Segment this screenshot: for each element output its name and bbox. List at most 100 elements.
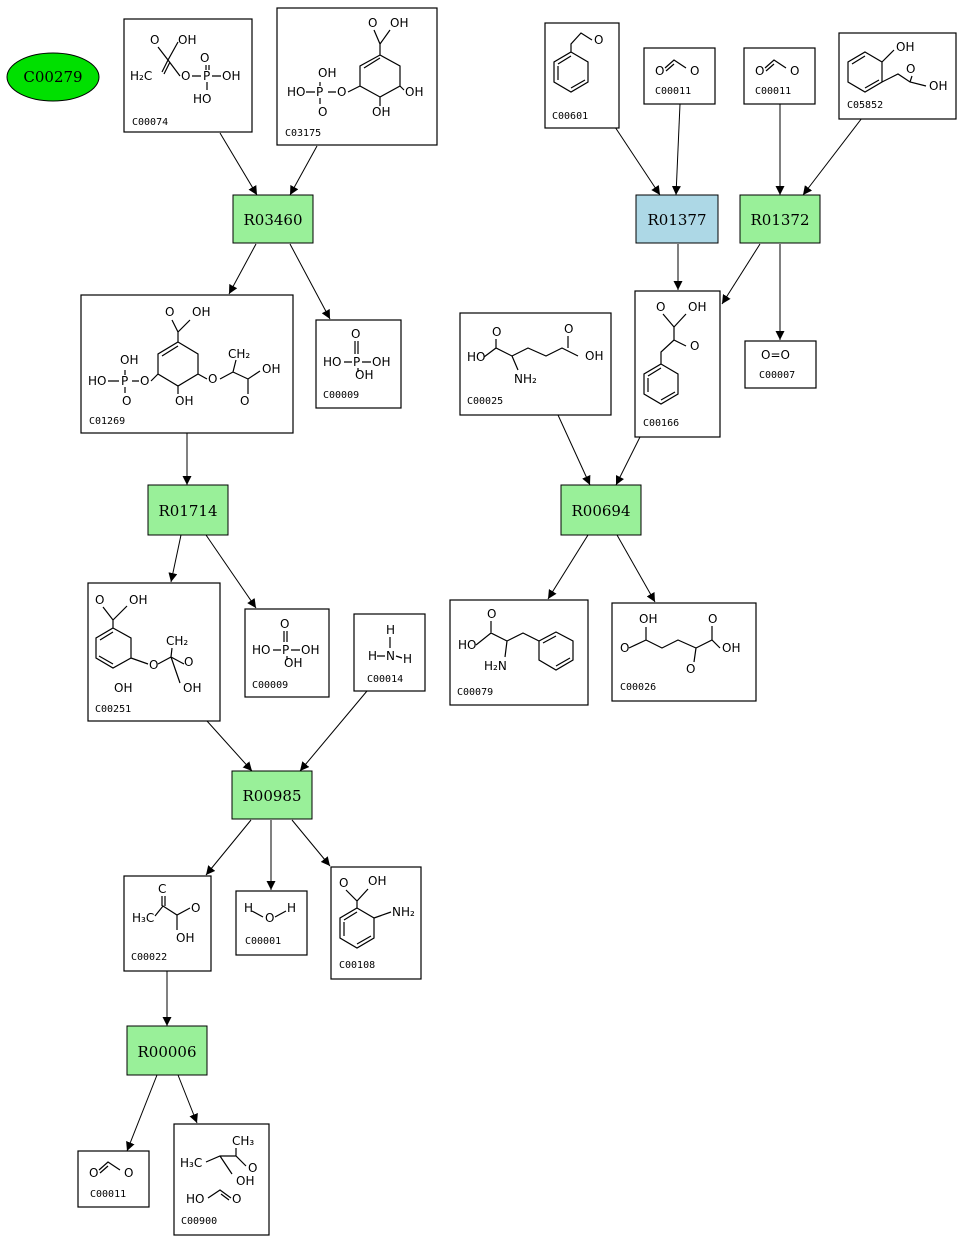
svg-text:O=O: O=O [761,348,790,362]
edge-r03460-c00009a [289,243,331,320]
compound-C03175[interactable]: O OH OH HO P O OH O OH C03175 [276,7,438,146]
compound-id: C00007 [759,370,795,381]
svg-text:O: O [368,16,377,30]
structure-C00011-c: O O [755,59,799,78]
svg-text:H: H [386,623,395,637]
svg-text:OH: OH [722,641,740,655]
compound-C00074[interactable]: O OH O H₂C O P OH HO C00074 [123,18,253,133]
reaction-R01377[interactable]: R01377 [635,194,719,244]
compound-id: C00900 [181,1216,217,1227]
structure-C05852: OH O OH [847,40,947,93]
svg-text:OH: OH [192,305,210,319]
structure-C00007: O=O [761,348,790,362]
compound-C00601[interactable]: O C00601 [544,22,620,129]
structure-C00009-b: O HO P OH OH [252,617,319,670]
svg-text:OH: OH [236,1174,254,1188]
svg-text:O: O [89,1166,98,1180]
root-node[interactable]: C00279 [6,52,100,102]
svg-text:OH: OH [284,656,302,670]
edge-c00074-r03460 [219,132,258,196]
svg-text:N: N [386,649,395,663]
svg-text:OH: OH [688,300,706,314]
svg-text:P: P [282,643,289,657]
structure-C00079: O HO H₂N [458,607,574,673]
compound-id: C00025 [467,396,503,407]
edges [126,103,863,1152]
structure-C00001: H O H [244,901,296,925]
compound-C00009-b[interactable]: O HO P OH OH C00009 [244,608,330,698]
reaction-label: R00694 [571,502,630,520]
svg-text:O: O [265,911,274,925]
compound-id: C03175 [285,128,321,139]
svg-text:HO: HO [252,643,270,657]
reaction-label: R01377 [647,211,706,229]
reaction-R00006[interactable]: R00006 [126,1025,208,1076]
compound-C00009-a[interactable]: O HO P OH OH C00009 [315,319,402,409]
compound-C00900[interactable]: CH₃ H₃C O OH HO O C00900 [173,1123,270,1236]
svg-text:O: O [248,1161,257,1175]
svg-text:O: O [140,374,149,388]
compound-C00001[interactable]: H O H C00001 [235,890,308,956]
svg-text:H₃C: H₃C [132,911,154,925]
compound-C00025[interactable]: O O HO OH NH₂ C00025 [459,312,612,416]
reaction-R00985[interactable]: R00985 [231,770,313,820]
svg-text:OH: OH [183,681,201,695]
reaction-R03460[interactable]: R03460 [232,194,314,244]
svg-text:CH₂: CH₂ [228,347,250,361]
structure-C00011-b: O O [655,59,699,78]
edge-r00006-c00900 [177,1074,198,1124]
compound-id: C00251 [95,704,131,715]
reaction-R01372[interactable]: R01372 [739,194,821,244]
svg-text:OH: OH [372,355,390,369]
svg-text:P: P [121,374,128,388]
compound-id: C00074 [132,117,168,128]
compound-C00079[interactable]: O HO H₂N C00079 [449,599,589,706]
edge-r00985-c00108 [291,819,331,867]
edge-c05852-r01372 [802,117,863,196]
svg-text:NH₂: NH₂ [392,905,415,919]
svg-text:OH: OH [178,33,196,47]
svg-text:O: O [620,641,629,655]
compound-C01269[interactable]: O OH CH₂ OH HO P O O OH O OH O C01269 [80,294,294,434]
svg-text:HO: HO [287,85,305,99]
structure-C00014: H H N H [368,623,412,666]
compound-id: C00011 [755,86,791,97]
edge-r01714-c00251 [168,534,182,583]
svg-text:O: O [240,394,249,408]
reaction-R01714[interactable]: R01714 [147,484,229,536]
svg-text:HO: HO [323,355,341,369]
svg-text:O: O [755,64,764,78]
compound-id: C00079 [457,687,493,698]
svg-text:O: O [351,327,360,341]
structure-C00009-a: O HO P OH OH [323,327,390,382]
reaction-label: R00006 [137,1043,196,1061]
compound-C00014[interactable]: H H N H C00014 [353,613,426,692]
svg-text:O: O [656,300,665,314]
compound-C00011-b[interactable]: O O C00011 [643,47,716,105]
compound-id: C00166 [643,418,679,429]
svg-text:O: O [492,325,501,339]
svg-text:O: O [149,658,158,672]
compound-id: C00011 [655,86,691,97]
svg-text:OH: OH [114,681,132,695]
compound-C00011-c[interactable]: O O C00011 [743,47,816,105]
svg-text:O: O [686,662,695,676]
svg-text:O: O [181,69,190,83]
structure-C01269: O OH CH₂ OH HO P O O OH O OH O [88,305,280,408]
svg-text:O: O [790,64,799,78]
compound-C00166[interactable]: O OH O C00166 [634,290,721,438]
compound-C00026[interactable]: OH O O OH O C00026 [611,602,757,702]
svg-text:O: O [339,876,348,890]
svg-text:OH: OH [129,593,147,607]
compound-C00011-a[interactable]: O O C00011 [77,1150,150,1208]
compound-C00251[interactable]: O OH CH₂ O O OH OH C00251 [87,582,221,722]
svg-text:H₃C: H₃C [180,1156,202,1170]
reaction-R00694[interactable]: R00694 [560,484,642,536]
edge-c00166-r00694 [615,436,641,486]
compound-C05852[interactable]: OH O OH C05852 [838,32,957,120]
compound-C00108[interactable]: O OH NH₂ C00108 [330,866,422,980]
compound-C00022[interactable]: C H₃C O OH C00022 [123,875,212,972]
svg-text:O: O [95,593,104,607]
compound-C00007[interactable]: O=O C00007 [744,340,817,389]
svg-text:OH: OH [896,40,914,54]
